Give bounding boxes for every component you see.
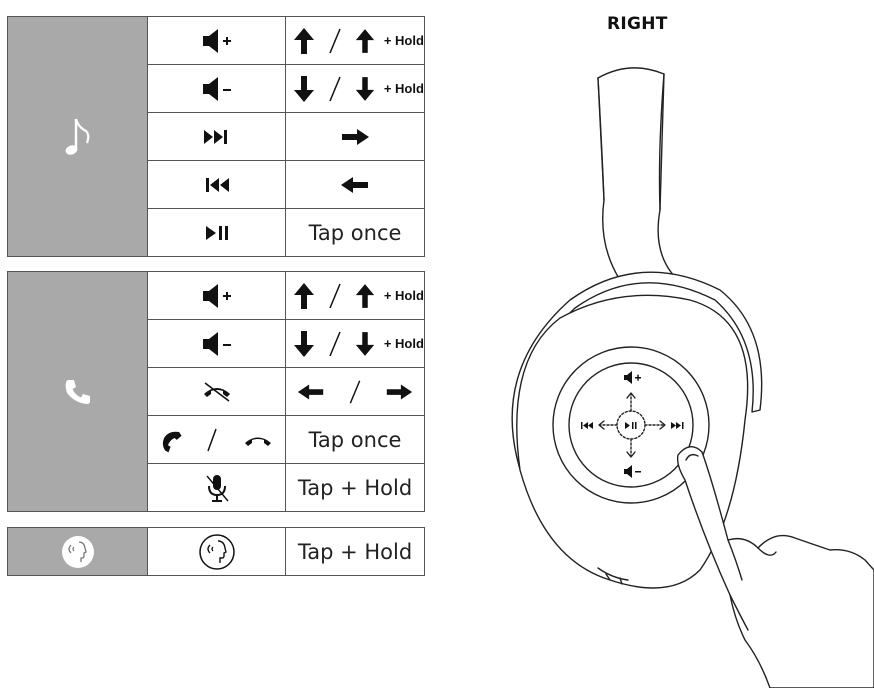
call-answer-end-cell <box>147 415 286 464</box>
panel-previous-icon <box>581 422 593 429</box>
swipe-down-icon <box>293 75 314 102</box>
volume-up-icon <box>202 283 231 308</box>
music-volume-down-cell <box>147 64 286 113</box>
hold-label: + Hold <box>383 33 424 48</box>
call-volume-up-cell <box>147 271 286 320</box>
swipe-up-icon <box>356 28 375 53</box>
action-label: Tap + Hold <box>297 475 413 500</box>
call-volume-up-action: + Hold <box>285 271 425 320</box>
slash-separator-icon <box>329 331 341 356</box>
headband <box>597 67 679 281</box>
music-volume-up-action: + Hold <box>285 16 425 65</box>
swipe-down-icon <box>356 76 375 101</box>
call-reject-cell <box>147 367 286 416</box>
swipe-up-icon <box>293 282 314 309</box>
headphone-diagram <box>511 67 874 688</box>
call-reject-action <box>285 367 425 416</box>
side-title: RIGHT <box>607 14 668 34</box>
volume-down-icon <box>202 76 231 101</box>
slash-separator-icon <box>206 428 217 451</box>
swipe-up-icon <box>293 27 314 54</box>
answer-call-icon <box>162 431 182 452</box>
music-category-cell <box>7 16 148 257</box>
slash-separator-icon <box>329 28 341 53</box>
call-mute-action: Tap + Hold <box>285 463 425 512</box>
finger-hand <box>676 446 874 688</box>
mute-mic-icon <box>205 474 229 502</box>
slash-separator-icon <box>329 76 341 101</box>
assistant-category-cell <box>7 527 148 576</box>
call-category-cell <box>7 271 148 512</box>
phone-icon <box>65 379 90 404</box>
swipe-right-icon <box>386 384 412 399</box>
hold-label: + Hold <box>383 336 424 351</box>
hold-label: + Hold <box>383 288 424 303</box>
voice-assistant-category-icon <box>61 535 94 568</box>
voice-assistant-icon <box>198 533 235 570</box>
action-label: Tap once <box>308 220 402 245</box>
call-mute-cell <box>147 463 286 512</box>
volume-down-icon <box>202 331 231 356</box>
assistant-controls-table: Tap + Hold <box>7 527 425 576</box>
end-call-icon <box>244 437 271 446</box>
call-volume-down-cell <box>147 319 286 368</box>
panel-play-pause-icon <box>625 422 637 429</box>
music-volume-up-cell <box>147 16 286 65</box>
panel-volume-down-icon <box>624 465 641 478</box>
swipe-left-icon <box>341 176 368 193</box>
music-controls-table: + Hold + Hold <box>7 16 425 257</box>
call-controls-table: + Hold + Hold <box>7 271 425 512</box>
swipe-down-icon <box>293 330 314 357</box>
music-next-action <box>285 112 425 161</box>
play-pause-icon <box>205 225 228 240</box>
call-volume-down-action: + Hold <box>285 319 425 368</box>
assistant-action: Tap + Hold <box>285 527 425 576</box>
previous-track-icon <box>205 177 229 192</box>
music-previous-action <box>285 160 425 209</box>
music-previous-cell <box>147 160 286 209</box>
panel-volume-up-icon <box>624 371 641 384</box>
music-next-cell <box>147 112 286 161</box>
panel-next-icon <box>671 422 684 429</box>
music-play-pause-action: Tap once <box>285 208 425 257</box>
assistant-icon-cell <box>147 527 286 576</box>
hold-label: + Hold <box>383 81 424 96</box>
swipe-right-icon <box>342 128 369 145</box>
swipe-left-icon <box>298 384 324 399</box>
reject-call-icon <box>203 381 230 402</box>
music-note-icon <box>65 118 89 155</box>
action-label: Tap once <box>308 427 402 452</box>
music-play-pause-cell <box>147 208 286 257</box>
music-volume-down-action: + Hold <box>285 64 425 113</box>
swipe-down-icon <box>356 331 375 356</box>
action-label: Tap + Hold <box>297 539 413 564</box>
call-answer-end-action: Tap once <box>285 415 425 464</box>
swipe-up-icon <box>356 283 375 308</box>
next-track-icon <box>203 129 227 144</box>
touch-panel-inner <box>568 362 694 488</box>
volume-up-icon <box>202 28 231 53</box>
slash-separator-icon <box>349 380 361 403</box>
slash-separator-icon <box>329 283 341 308</box>
